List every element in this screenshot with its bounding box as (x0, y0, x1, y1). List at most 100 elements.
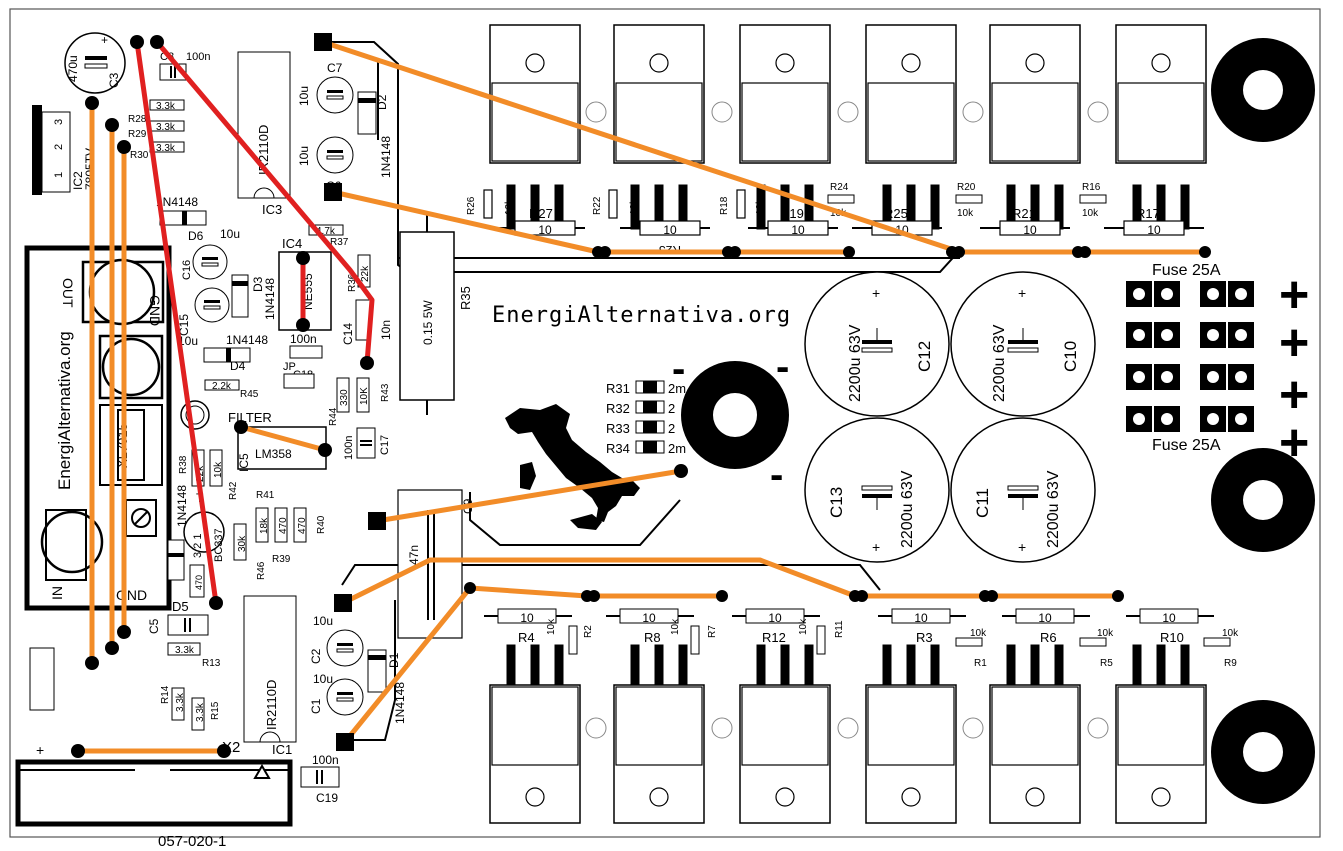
c11-value: 2200u 63V (1045, 470, 1062, 548)
jumper-wire (134, 39, 219, 606)
c15-value: 10u (178, 334, 198, 348)
resistor-bank-r28-r30: 3.3k 3.3k 3.3k R28 R29 R30 (128, 99, 185, 161)
module-gnd-top-label: GND (147, 295, 163, 326)
c19-value: 100n (312, 753, 339, 767)
cap-c19: 100n C19 (300, 753, 340, 805)
r470-value: 470 (194, 575, 204, 590)
r5-label: R5 (1100, 658, 1113, 669)
d6-label: D6 (188, 229, 204, 243)
fuse-pad-hole (1133, 371, 1145, 383)
module-out-label: OUT (60, 278, 76, 308)
site-watermark: EnergiAlternativa.org (492, 303, 791, 328)
r37-label: R37 (330, 237, 349, 248)
r20-label: R20 (957, 182, 976, 193)
minus-sign-left: - (672, 347, 685, 391)
ic5-label: IC5 (237, 453, 251, 472)
jumper-wire (342, 585, 473, 745)
r16-value: 10k (1082, 208, 1099, 219)
terminal-minus: - - - (672, 345, 789, 497)
r38-label: R38 (178, 455, 189, 474)
ic4-label: IC4 (282, 236, 302, 251)
r3-value: 10 (914, 611, 928, 625)
fuse-pad-hole (1133, 288, 1145, 300)
c17-value: 100n (343, 436, 355, 460)
resistors-r14-r15: 3.3k R14 3.3k R15 (160, 685, 221, 731)
fuse-pad-hole (1207, 371, 1219, 383)
resistors-r39-r46: 30k R46 R41 18k 470 470 R39 R40 (233, 490, 327, 580)
d4-part: 1N4148 (226, 333, 268, 347)
r6-value: 10 (1038, 611, 1052, 625)
r39-label: R39 (272, 554, 291, 565)
diode-d5: 470 D5 (167, 539, 205, 614)
r2-label: R2 (583, 625, 594, 638)
r36-value: 22k (360, 265, 371, 282)
r33-label: R33 (606, 421, 630, 436)
r46-label: R46 (256, 561, 267, 580)
mosfet-bottom-3 (739, 644, 831, 824)
r27-value: 10 (538, 223, 552, 237)
cap-c17: 100n C17 (343, 427, 391, 460)
d3-part: 1N4148 (263, 278, 277, 320)
cap-c14: C14 10n (341, 299, 393, 345)
r12-label: R12 (762, 630, 786, 645)
bus-outlines (328, 41, 961, 741)
r3-label: R3 (916, 630, 933, 645)
jumper-wire (340, 557, 858, 606)
jumper-wire (467, 585, 590, 599)
r12-value: 10 (768, 611, 782, 625)
jp-label: JP (283, 361, 296, 373)
c7-value: 10u (297, 86, 311, 106)
r1-label: R1 (974, 658, 987, 669)
ic3-label: IC3 (262, 202, 282, 217)
cap-c13: + C13 2200u 63V (804, 417, 950, 563)
c10-plus: + (1018, 285, 1026, 301)
cap-c15-d3-d4: C15 10u D3 1N4148 1N4148 D4 (177, 274, 277, 373)
c13-label: C13 (827, 487, 846, 518)
plus-sign-3: + (1279, 366, 1309, 424)
r21-value: 10 (1023, 223, 1037, 237)
c8-value: 100n (186, 51, 210, 63)
bias-labels-bottom: 10k R2 10k R7 10k R11 10k R1 10k R5 10k … (546, 618, 1239, 669)
fuse-pad-hole (1161, 413, 1173, 425)
c15-label: C15 (177, 314, 191, 336)
r6-label: R6 (1040, 630, 1057, 645)
r38-value: 22k (195, 465, 206, 482)
regulator-ic2: 3 2 1 IC2 7805TV (32, 105, 97, 195)
mosfet-top-4 (865, 24, 957, 230)
cap-c10: + 2200u 63V C10 (950, 271, 1096, 417)
r17-label: R17 (1136, 206, 1160, 221)
cap-c7-d2: C7 10u 10u D2 1N4148 (297, 61, 393, 178)
resistors-r45-r36-r37: 2.2k R45 4.7k R37 22k R36 (204, 224, 371, 400)
terminals-right (1211, 38, 1315, 804)
r26-value: 10k (504, 198, 515, 215)
d3-label: D3 (251, 276, 265, 292)
minus-sign-bottom: - (770, 453, 783, 497)
r31-label: R31 (606, 381, 630, 396)
fuse-pad-hole (1133, 329, 1145, 341)
ic2-label: IC2 (71, 171, 85, 190)
jumper-wire (320, 39, 963, 255)
fuse-pad-hole (1207, 413, 1219, 425)
gate-resistors-top: 10 R27 10 R23 10 R19 10 R25 10 (483, 189, 1204, 257)
r9-label: R9 (1224, 658, 1237, 669)
r44-label: R44 (328, 407, 339, 426)
fuse-pad-hole (1161, 329, 1173, 341)
fuse-pad-hole (1161, 371, 1173, 383)
r42-label: R42 (228, 481, 239, 500)
c18-value: 100n (290, 332, 317, 346)
r32-value: 2 (668, 401, 675, 416)
r1-value: 10k (970, 628, 987, 639)
r33-value: 2 (668, 421, 675, 436)
r7-value: 10k (670, 618, 681, 635)
mosfet-top-2 (613, 24, 705, 230)
jumper-wire (374, 468, 684, 524)
fuse-label-bottom: Fuse 25A (1152, 437, 1221, 454)
c3-value: 470u (66, 55, 80, 82)
r27-label: R27 (529, 206, 553, 221)
r10-label: R10 (1160, 630, 1184, 645)
r2-value: 10k (546, 618, 557, 635)
c14-label: C14 (341, 323, 355, 345)
fuse-pads (1126, 281, 1254, 432)
mosfet-top-6 (1115, 24, 1207, 230)
